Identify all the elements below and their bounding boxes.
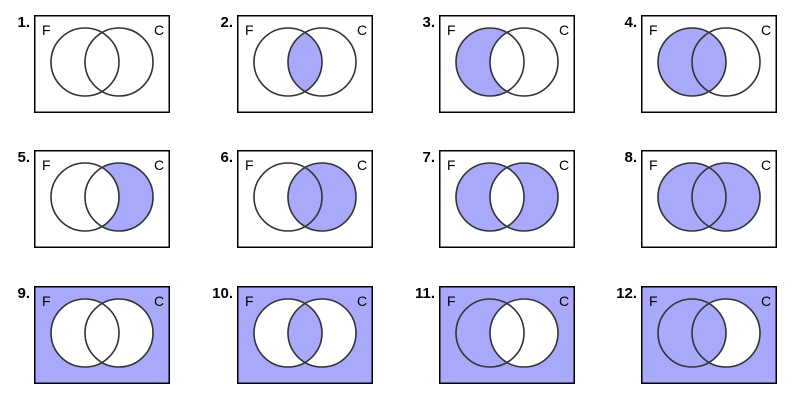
circle-c-outline [84,298,154,368]
region-intersection [692,28,726,96]
set-label-c: C [559,157,569,173]
circle-f-outline [657,298,727,368]
region-intersection [288,163,322,231]
set-label-c: C [761,22,771,38]
set-label-f: F [649,22,658,38]
set-label-c: C [357,22,367,38]
set-label-f: F [447,293,456,309]
panel-number: 10. [212,285,233,302]
panel-number: 3. [422,14,435,31]
set-label-c: C [761,293,771,309]
panel-number: 2. [220,14,233,31]
circle-c-outline [287,27,357,97]
set-label-f: F [447,157,456,173]
circle-f-outline [50,298,120,368]
circle-f-outline [455,27,525,97]
circle-f-outline [50,162,120,232]
set-label-c: C [154,157,164,173]
region-intersection [692,163,726,231]
set-label-c: C [154,293,164,309]
circle-f-outline [657,162,727,232]
circle-f-outline [50,27,120,97]
panel-number: 12. [616,285,637,302]
circle-c-outline [489,162,559,232]
region-intersection [490,163,524,231]
circle-c-outline [691,298,761,368]
set-label-f: F [245,157,254,173]
panel-number: 8. [624,149,637,166]
region-intersection [692,299,726,367]
set-label-c: C [357,157,367,173]
set-label-f: F [245,293,254,309]
set-label-f: F [245,22,254,38]
set-label-c: C [357,293,367,309]
region-intersection [85,299,119,367]
circle-c-outline [84,27,154,97]
set-label-f: F [42,293,51,309]
set-label-f: F [649,293,658,309]
region-intersection [85,163,119,231]
set-label-c: C [154,22,164,38]
set-label-f: F [649,157,658,173]
region-intersection [490,299,524,367]
panel-number: 9. [17,285,30,302]
region-intersection [490,28,524,96]
panel-number: 6. [220,149,233,166]
circle-c-outline [489,27,559,97]
circle-c-outline [287,162,357,232]
circle-c-outline [691,27,761,97]
circle-f-outline [253,162,323,232]
circle-c-outline [691,162,761,232]
panel-number: 1. [17,14,30,31]
region-intersection [288,299,322,367]
circle-c-outline [489,298,559,368]
set-label-f: F [447,22,456,38]
circle-c-outline [84,162,154,232]
panel-number: 7. [422,149,435,166]
circle-f-outline [253,27,323,97]
region-intersection [288,28,322,96]
set-label-f: F [42,157,51,173]
circle-f-outline [455,162,525,232]
panel-number: 4. [624,14,637,31]
circle-f-outline [455,298,525,368]
circle-c-outline [287,298,357,368]
set-label-c: C [761,157,771,173]
set-label-c: C [559,293,569,309]
circle-f-outline [253,298,323,368]
panel-number: 5. [17,149,30,166]
set-label-f: F [42,22,51,38]
region-intersection [85,28,119,96]
set-label-c: C [559,22,569,38]
panel-number: 11. [414,285,435,302]
circle-f-outline [657,27,727,97]
